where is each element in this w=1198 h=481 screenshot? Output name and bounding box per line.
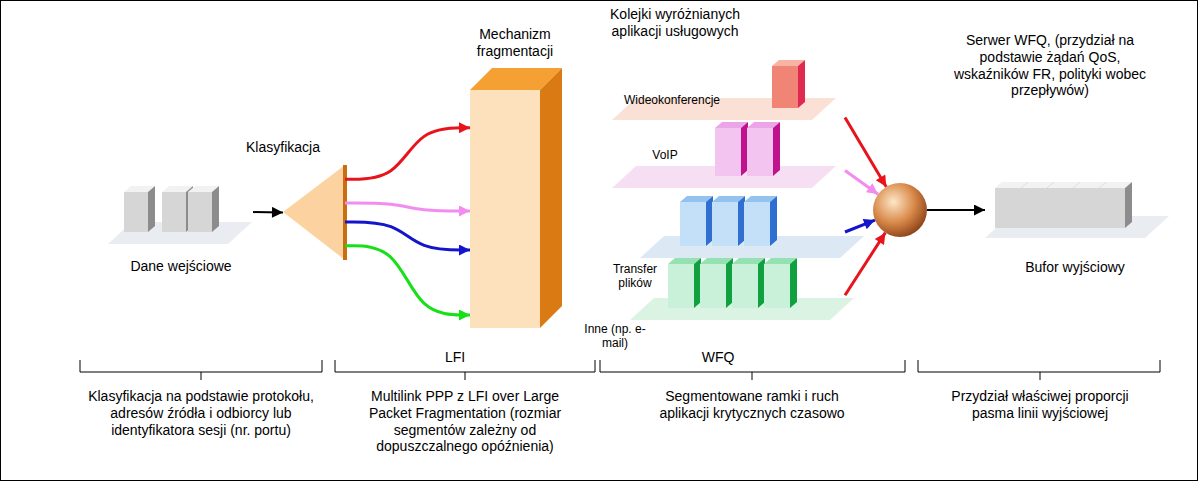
flow-curve xyxy=(345,203,470,211)
packet-block xyxy=(1099,182,1132,228)
flow-arrow xyxy=(845,171,878,195)
label-slot: Multilink PPP z LFI over Large Packet Fr… xyxy=(353,388,578,455)
queue-transfer: Transfer plików xyxy=(605,190,845,260)
section-label: LFI xyxy=(425,349,485,366)
packet-front xyxy=(700,264,726,308)
packet-side xyxy=(726,258,733,308)
packet-front xyxy=(124,192,148,232)
node-text: Klasyfikacja xyxy=(223,139,343,156)
packet-front xyxy=(1099,188,1125,228)
packet-front xyxy=(1047,188,1073,228)
wfq-server: Serwer WFQ, (przydział na podstawie żąda… xyxy=(873,183,927,237)
label-slot: Kolejki wyróżnianych aplikacji usługowyc… xyxy=(585,6,765,40)
packet-side xyxy=(758,258,765,308)
classifier: Klasyfikacja xyxy=(283,165,345,260)
queue-voip: VoIP xyxy=(605,112,845,190)
packet-block xyxy=(744,196,777,246)
packet-block xyxy=(715,122,748,176)
flow-curve xyxy=(345,246,470,315)
packet-block xyxy=(124,186,155,232)
flow-arrow xyxy=(845,220,875,232)
packet-side xyxy=(148,186,155,232)
packet-block xyxy=(764,258,797,308)
packet-side xyxy=(770,196,777,246)
node-text: Wideokonferencje xyxy=(607,93,737,107)
packet-front xyxy=(712,202,738,246)
node-text: Mechanizm fragmentacji xyxy=(450,26,580,60)
packet-side xyxy=(738,196,745,246)
label-slot: Klasyfikacja na podstawie protokołu, adr… xyxy=(76,388,326,438)
packet-front xyxy=(668,264,694,308)
queue-video: Wideokonferencje xyxy=(605,50,845,125)
description-text: Klasyfikacja na podstawie protokołu, adr… xyxy=(76,388,326,438)
packet-front xyxy=(188,192,212,232)
bracket xyxy=(918,360,1160,380)
fragmenter-front xyxy=(470,90,540,328)
input-packets: Dane wejściowe xyxy=(108,175,253,245)
packet-side xyxy=(694,258,701,308)
packet-block xyxy=(680,196,713,246)
packet-front xyxy=(1021,188,1047,228)
label-slot: LFI xyxy=(425,349,485,366)
packet-block xyxy=(668,258,701,308)
packet-front xyxy=(772,66,798,108)
packet-block xyxy=(700,258,733,308)
bracket xyxy=(600,360,905,380)
packet-side xyxy=(1125,182,1132,228)
node-text: VoIP xyxy=(625,148,705,162)
packet-side xyxy=(790,258,797,308)
section-brackets xyxy=(80,360,1160,380)
packet-front xyxy=(995,188,1021,228)
packet-side xyxy=(741,122,748,176)
packet-side xyxy=(212,186,219,232)
node-text: Inne (np. e-mail) xyxy=(575,322,655,351)
description-text: Multilink PPP z LFI over Large Packet Fr… xyxy=(353,388,578,455)
section-label: Kolejki wyróżnianych aplikacji usługowyc… xyxy=(585,6,765,40)
packet-front xyxy=(162,192,186,232)
flow-arrow xyxy=(845,233,885,296)
section-label: WFQ xyxy=(688,349,748,366)
description-text: Segmentowane ramki i ruch aplikacji kryt… xyxy=(645,388,860,422)
packet-side xyxy=(706,196,713,246)
packet-side xyxy=(773,122,780,176)
packet-front xyxy=(732,264,758,308)
packet-block xyxy=(712,196,745,246)
packet-block xyxy=(772,60,805,108)
label-slot: Segmentowane ramki i ruch aplikacji kryt… xyxy=(645,388,860,422)
description-text: Przydział właściwej proporcji pasma lini… xyxy=(935,388,1145,422)
label-slot: WFQ xyxy=(688,349,748,366)
node-text: Transfer plików xyxy=(600,262,670,291)
output-buffer: Bufor wyjściowy xyxy=(985,180,1145,240)
node-text: Serwer WFQ, (przydział na podstawie żąda… xyxy=(945,32,1155,99)
bracket xyxy=(80,360,322,380)
packet-front xyxy=(747,128,773,176)
classifier-triangle xyxy=(283,165,345,260)
wfq-server-ball xyxy=(873,183,927,237)
node-text: Dane wejściowe xyxy=(101,258,261,275)
packet-side xyxy=(798,60,805,108)
packet-block xyxy=(732,258,765,308)
node-text: Bufor wyjściowy xyxy=(995,259,1155,276)
packet-front xyxy=(680,202,706,246)
packet-front xyxy=(764,264,790,308)
fragmentation-block: Mechanizm fragmentacji xyxy=(470,68,562,328)
packet-front xyxy=(715,128,741,176)
flow-curve xyxy=(345,128,470,179)
flow-arrow xyxy=(253,211,283,213)
packet-block xyxy=(188,186,219,232)
label-slot: Przydział właściwej proporcji pasma lini… xyxy=(935,388,1145,422)
packet-front xyxy=(1073,188,1099,228)
packet-front xyxy=(744,202,770,246)
fragmenter-side xyxy=(540,68,562,328)
flow-arrow xyxy=(927,209,985,211)
packet-block xyxy=(747,122,780,176)
